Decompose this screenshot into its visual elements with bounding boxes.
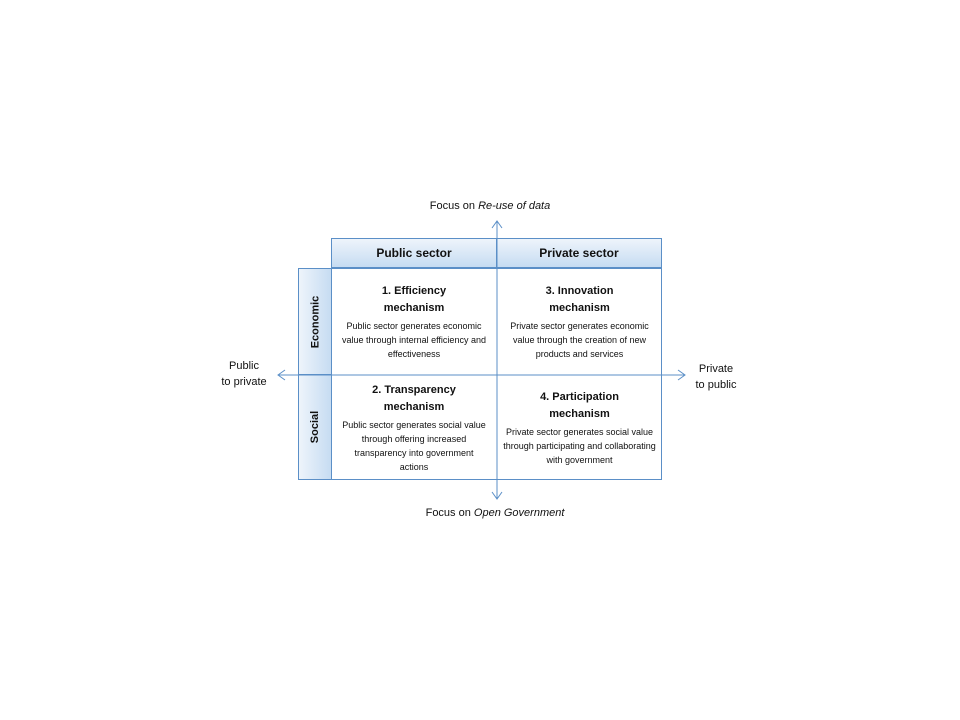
axis-label-line: to private xyxy=(221,376,267,388)
row-header-social: Social xyxy=(298,374,332,480)
quadrant-innovation: 3. Innovation mechanism Private sector g… xyxy=(498,269,661,374)
axis-label-emphasis: Re-use of data xyxy=(478,200,551,212)
quadrant-transparency: 2. Transparency mechanism Public sector … xyxy=(332,376,496,479)
axis-label-prefix: Focus on xyxy=(425,507,474,519)
quadrant-description: Public sector generates social value thr… xyxy=(342,419,486,472)
axis-label-left: Public to private xyxy=(208,358,280,390)
column-header-public-sector: Public sector xyxy=(331,238,497,268)
column-header-label: Private sector xyxy=(539,246,619,260)
axis-label-bottom: Focus on Open Government xyxy=(380,505,610,521)
axis-label-emphasis: Open Government xyxy=(473,507,565,519)
axis-label-right: Private to public xyxy=(680,361,752,393)
quadrant-title: 1. Efficiency mechanism xyxy=(381,284,447,314)
quadrant-description: Private sector generates economic value … xyxy=(510,320,649,359)
quadrant-description: Private sector generates social value th… xyxy=(503,426,656,465)
quadrant-participation: 4. Participation mechanism Private secto… xyxy=(498,376,661,479)
axis-label-line: to public xyxy=(695,379,737,391)
quadrant-title: 4. Participation mechanism xyxy=(540,390,619,420)
arrow-right-icon xyxy=(677,369,686,381)
row-header-economic: Economic xyxy=(298,268,332,375)
arrow-left-icon xyxy=(277,369,286,381)
arrow-up-icon xyxy=(491,220,503,229)
axis-label-line: Public xyxy=(229,360,259,372)
quadrant-title: 3. Innovation mechanism xyxy=(545,284,614,314)
axis-label-top: Focus on Re-use of data xyxy=(380,198,600,214)
axis-label-line: Private xyxy=(698,363,734,375)
quadrant-title: 2. Transparency mechanism xyxy=(372,383,456,413)
arrow-down-icon xyxy=(491,491,503,500)
axis-label-prefix: Focus on xyxy=(429,200,479,212)
quadrant-description: Public sector generates economic value t… xyxy=(342,320,486,359)
quadrant-efficiency: 1. Efficiency mechanism Public sector ge… xyxy=(332,269,496,374)
column-header-label: Public sector xyxy=(376,246,452,260)
